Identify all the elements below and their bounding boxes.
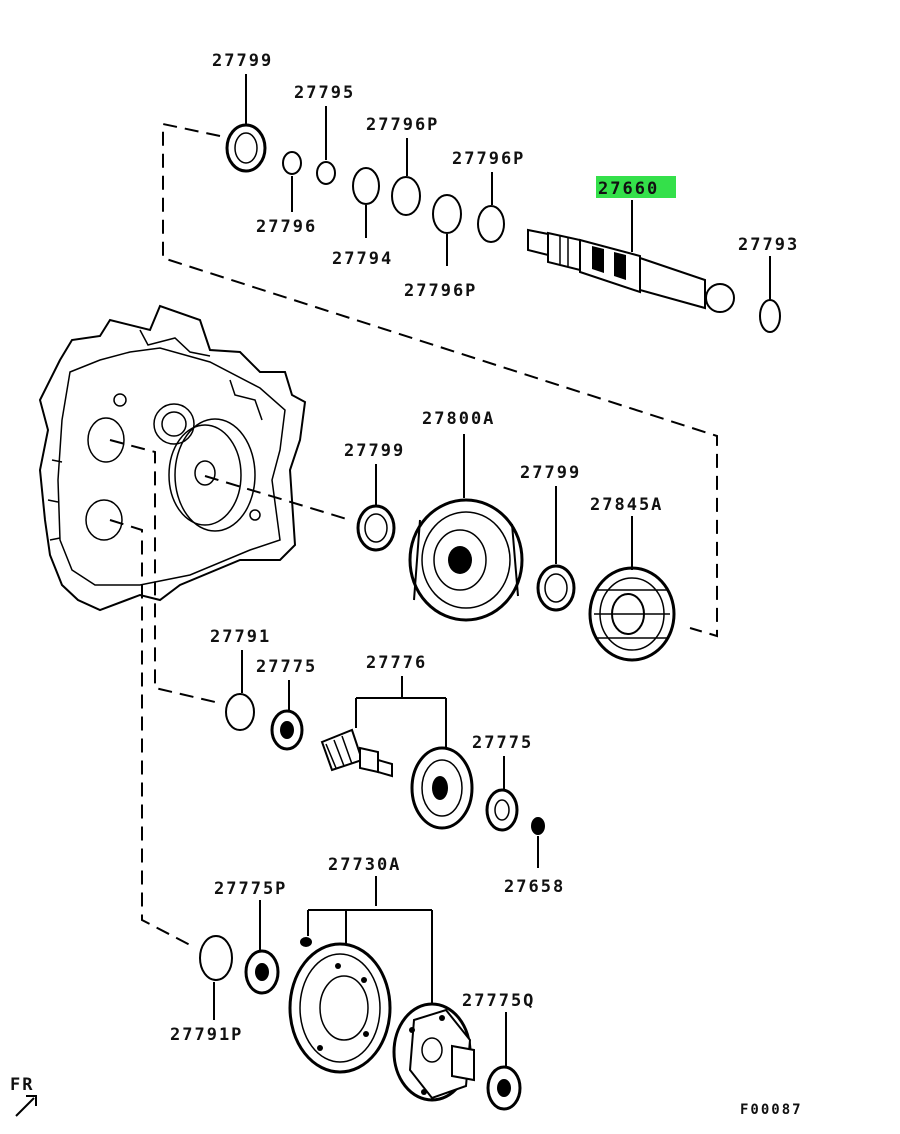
bearing-27775P <box>244 949 280 995</box>
bolt-27730A <box>300 937 312 947</box>
label-27796P-a: 27796P <box>366 115 439 135</box>
shim-27799-left <box>356 504 396 552</box>
plug-27658 <box>531 817 545 835</box>
oring-27791 <box>225 693 255 731</box>
label-27730A: 27730A <box>328 855 401 875</box>
ring-27796P-upper <box>391 176 421 216</box>
ring-27796P-right <box>477 205 505 243</box>
label-27796P-c: 27796P <box>404 281 477 301</box>
ring-27793 <box>759 299 781 333</box>
gear-27845A <box>588 566 676 662</box>
label-27776: 27776 <box>366 653 427 673</box>
front-arrow-icon <box>15 1095 37 1117</box>
seal-27799-top <box>225 123 267 173</box>
oring-27796-small <box>282 151 302 175</box>
label-27775P: 27775P <box>214 879 287 899</box>
pinion-gear-27776 <box>320 728 393 778</box>
label-27800A: 27800A <box>422 409 495 429</box>
label-27796: 27796 <box>256 217 317 237</box>
label-27791P: 27791P <box>170 1025 243 1045</box>
bearing-27775-right <box>485 788 519 832</box>
label-27796P-b: 27796P <box>452 149 525 169</box>
label-fr: FR <box>10 1075 34 1095</box>
label-27791: 27791 <box>210 627 271 647</box>
ring-gear-27730A <box>288 942 392 1074</box>
ring-27796P-lower <box>432 194 462 234</box>
label-27795: 27795 <box>294 83 355 103</box>
dashed-leader-left-2 <box>109 519 193 947</box>
shim-27799-right <box>536 564 576 612</box>
label-27775-a: 27775 <box>256 657 317 677</box>
oring-27791P <box>199 935 233 981</box>
label-ref: F00087 <box>740 1102 803 1118</box>
bearing-27776 <box>410 746 474 830</box>
dashed-leader-left-1 <box>109 439 216 703</box>
shaft-27660 <box>527 228 735 313</box>
label-27794: 27794 <box>332 249 393 269</box>
oring-27795 <box>316 161 336 185</box>
ring-27794 <box>352 167 380 205</box>
label-27799-top: 27799 <box>212 51 273 71</box>
part-highlight <box>596 176 676 198</box>
label-27799-mid1: 27799 <box>344 441 405 461</box>
dashed-group-outline-top <box>162 122 718 638</box>
label-27658: 27658 <box>504 877 565 897</box>
label-27799-mid2: 27799 <box>520 463 581 483</box>
label-27845A: 27845A <box>590 495 663 515</box>
transmission-case <box>38 304 307 612</box>
bearing-27775Q <box>486 1065 522 1111</box>
label-27793: 27793 <box>738 235 799 255</box>
label-27775-b: 27775 <box>472 733 533 753</box>
differential-case-27730A <box>392 1002 475 1102</box>
label-27775Q: 27775Q <box>462 991 535 1011</box>
label-27660: 27660 <box>598 179 659 199</box>
bearing-27775-left <box>270 709 304 751</box>
dashed-leader-to-27799 <box>204 475 351 521</box>
differential-27800A <box>408 498 524 622</box>
